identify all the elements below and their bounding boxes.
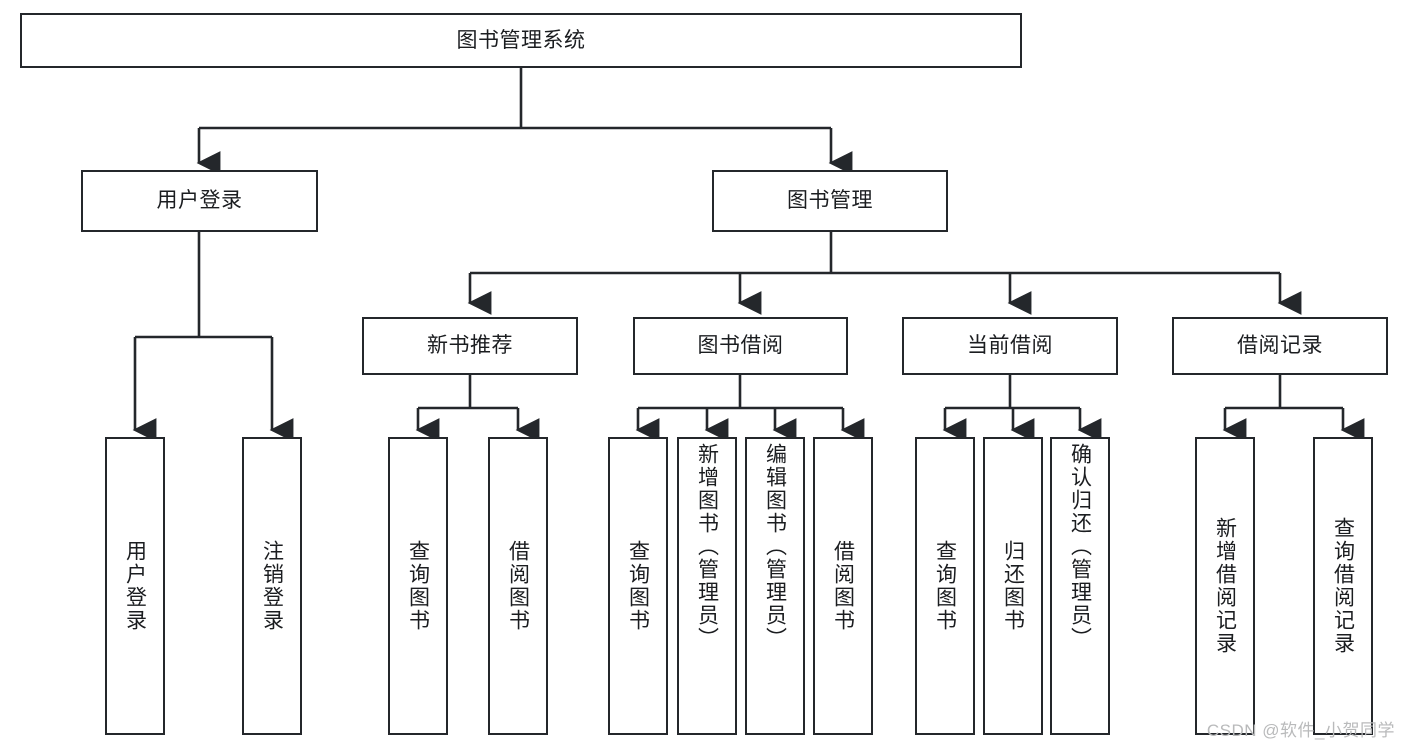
node-leaf-query-book-borrow[interactable]: 查询图书 xyxy=(608,437,668,735)
node-leaf-logout[interactable]: 注销登录 xyxy=(242,437,302,735)
node-leaf-query-book-current[interactable]: 查询图书 xyxy=(915,437,975,735)
node-leaf-borrow-book-recommend[interactable]: 借阅图书 xyxy=(488,437,548,735)
node-leaf-borrow-book-label: 借阅图书 xyxy=(831,540,855,632)
node-leaf-query-book-recommend[interactable]: 查询图书 xyxy=(388,437,448,735)
node-current-borrow-label: 当前借阅 xyxy=(967,334,1053,358)
node-leaf-borrow-book[interactable]: 借阅图书 xyxy=(813,437,873,735)
node-leaf-add-book-admin[interactable]: 新增图书（管理员） xyxy=(677,437,737,735)
node-leaf-confirm-return-admin[interactable]: 确认归还（管理员） xyxy=(1050,437,1110,735)
node-leaf-add-borrow-record-label: 新增借阅记录 xyxy=(1213,517,1237,655)
node-leaf-query-book-borrow-label: 查询图书 xyxy=(626,540,650,632)
node-leaf-return-book-label: 归还图书 xyxy=(1001,540,1025,632)
node-leaf-return-book[interactable]: 归还图书 xyxy=(983,437,1043,735)
node-book-management-label: 图书管理 xyxy=(787,189,873,213)
node-book-borrow[interactable]: 图书借阅 xyxy=(633,317,848,375)
node-new-book-recommend-label: 新书推荐 xyxy=(427,334,513,358)
node-leaf-user-login-label: 用户登录 xyxy=(123,540,147,632)
node-book-management[interactable]: 图书管理 xyxy=(712,170,948,232)
node-book-borrow-label: 图书借阅 xyxy=(697,334,784,358)
node-new-book-recommend[interactable]: 新书推荐 xyxy=(362,317,578,375)
node-leaf-add-book-admin-label: 新增图书（管理员） xyxy=(695,443,719,650)
node-leaf-logout-label: 注销登录 xyxy=(260,540,284,632)
node-root-system[interactable]: 图书管理系统 xyxy=(20,13,1022,68)
node-root-system-label: 图书管理系统 xyxy=(456,28,586,52)
node-leaf-add-borrow-record[interactable]: 新增借阅记录 xyxy=(1195,437,1255,735)
node-borrow-record-label: 借阅记录 xyxy=(1237,334,1323,358)
node-leaf-confirm-return-admin-label: 确认归还（管理员） xyxy=(1068,443,1092,650)
node-current-borrow[interactable]: 当前借阅 xyxy=(902,317,1118,375)
node-leaf-query-book-current-label: 查询图书 xyxy=(933,540,957,632)
node-user-login[interactable]: 用户登录 xyxy=(81,170,318,232)
node-leaf-query-borrow-record-label: 查询借阅记录 xyxy=(1331,517,1355,655)
node-leaf-user-login[interactable]: 用户登录 xyxy=(105,437,165,735)
node-user-login-label: 用户登录 xyxy=(156,189,243,213)
node-leaf-edit-book-admin-label: 编辑图书（管理员） xyxy=(763,443,787,650)
node-leaf-query-book-recommend-label: 查询图书 xyxy=(406,540,430,632)
node-borrow-record[interactable]: 借阅记录 xyxy=(1172,317,1388,375)
node-leaf-borrow-book-recommend-label: 借阅图书 xyxy=(506,540,530,632)
node-leaf-query-borrow-record[interactable]: 查询借阅记录 xyxy=(1313,437,1373,735)
node-leaf-edit-book-admin[interactable]: 编辑图书（管理员） xyxy=(745,437,805,735)
